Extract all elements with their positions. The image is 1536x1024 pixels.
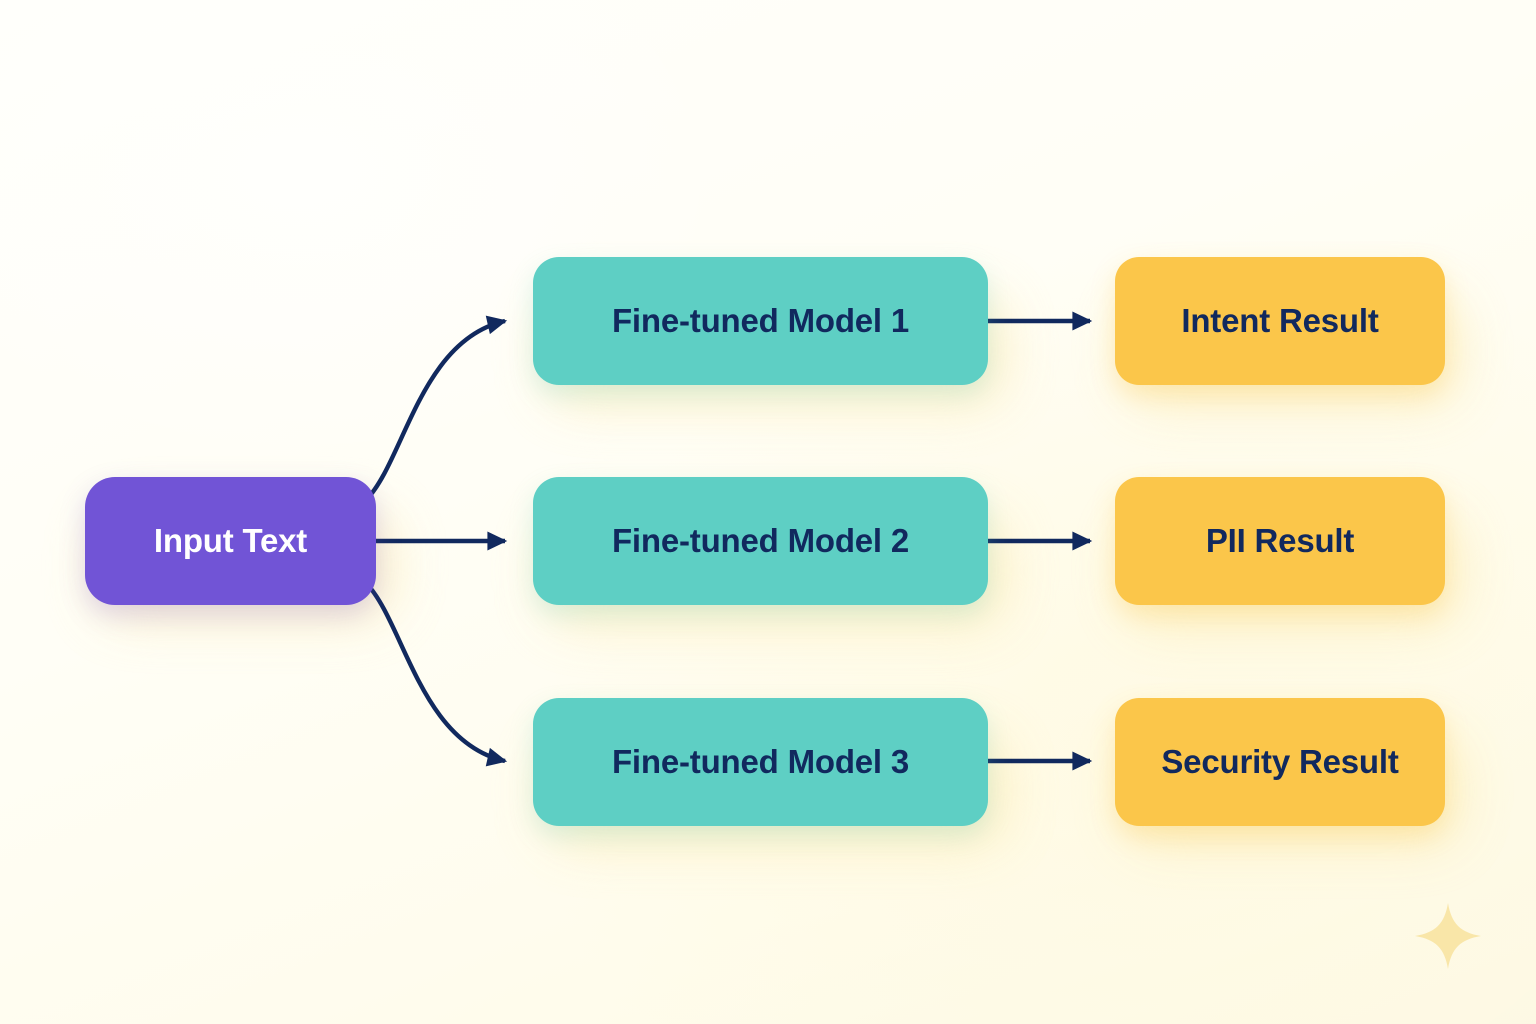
node-fine-tuned-model-1-label: Fine-tuned Model 1 <box>611 302 910 339</box>
node-input-text-label: Input Text <box>153 522 308 559</box>
edge-input-to-model-1 <box>364 315 508 502</box>
node-input-text[interactable]: Input Text <box>85 477 376 605</box>
node-fine-tuned-model-1[interactable]: Fine-tuned Model 1 <box>533 257 988 385</box>
node-intent-result-label: Intent Result <box>1181 302 1379 339</box>
edge-input-to-model-3 <box>364 581 508 767</box>
node-fine-tuned-model-2-label: Fine-tuned Model 2 <box>611 522 910 559</box>
node-security-result[interactable]: Security Result <box>1115 698 1445 826</box>
sparkle-icon <box>1415 903 1481 969</box>
node-pii-result-label: PII Result <box>1205 522 1355 559</box>
node-fine-tuned-model-2[interactable]: Fine-tuned Model 2 <box>533 477 988 605</box>
node-fine-tuned-model-3-label: Fine-tuned Model 3 <box>611 743 910 780</box>
node-pii-result[interactable]: PII Result <box>1115 477 1445 605</box>
node-intent-result[interactable]: Intent Result <box>1115 257 1445 385</box>
node-fine-tuned-model-3[interactable]: Fine-tuned Model 3 <box>533 698 988 826</box>
node-security-result-label: Security Result <box>1161 743 1399 780</box>
